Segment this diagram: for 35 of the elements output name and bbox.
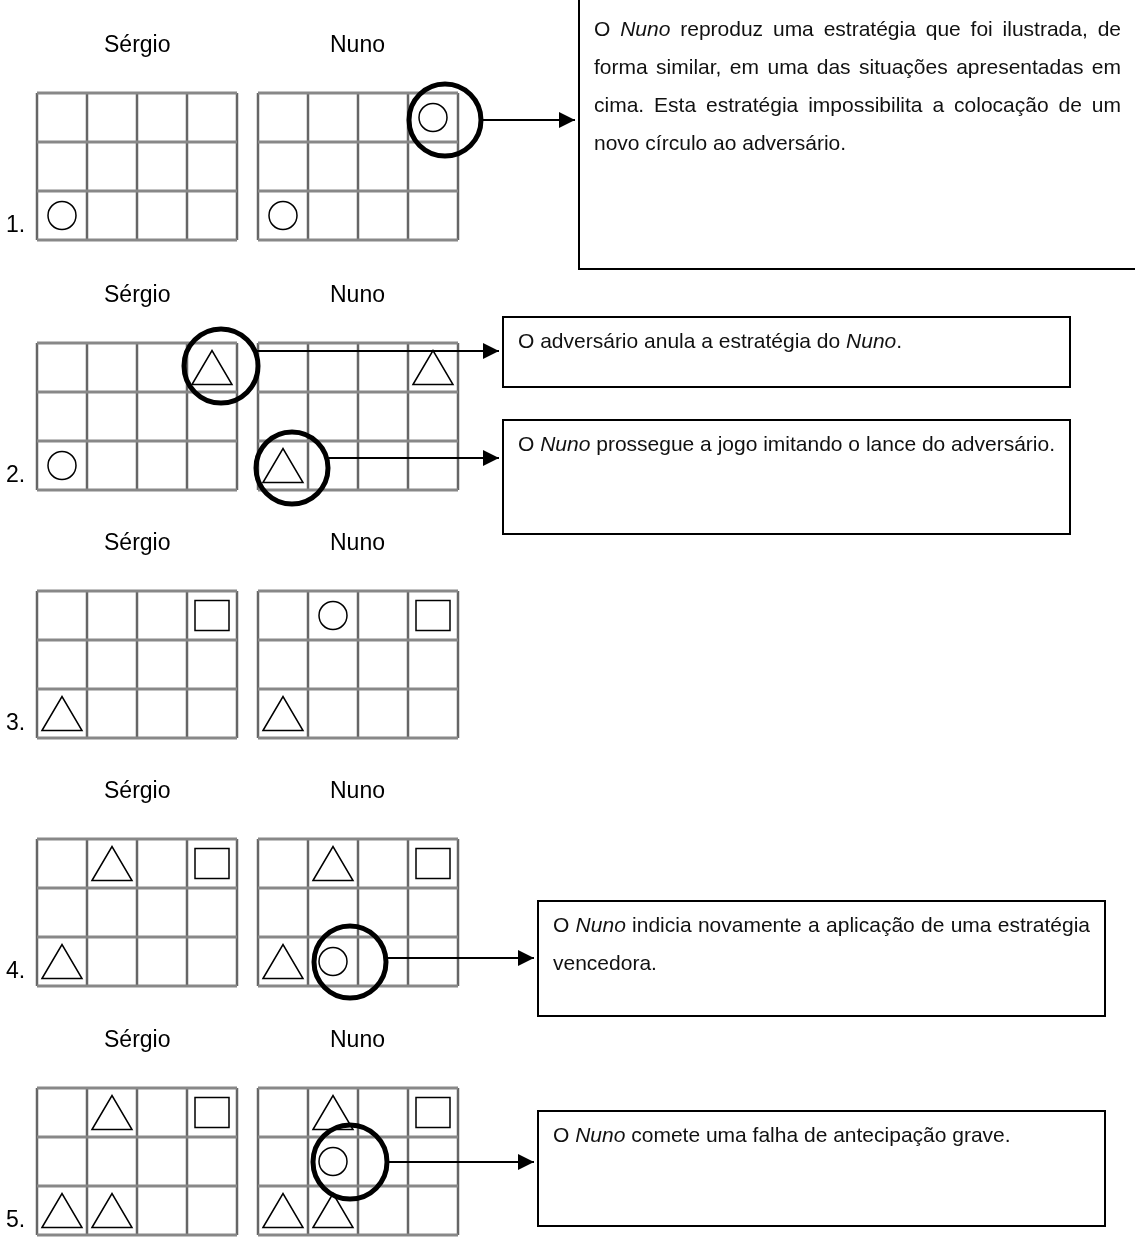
player-name: Sérgio — [104, 31, 171, 58]
arrow — [255, 343, 500, 359]
annotation-text: O Nuno prossegue a jogo imitando o lance do adversário. — [518, 431, 1055, 457]
row-number: 3. — [6, 709, 26, 736]
row-number: 2. — [6, 461, 26, 488]
player-name: Nuno — [330, 1026, 385, 1053]
player-name: Sérgio — [104, 529, 171, 556]
annotation-box — [502, 419, 1071, 535]
row-number: 4. — [6, 957, 26, 984]
arrow — [386, 950, 535, 966]
highlight-circle — [180, 325, 262, 407]
annotation-text: O Nuno reproduz uma estratégia que foi ilustrada, de forma similar, em uma das situações apresentadas em cima. Esta estratégia impossibilita a colocação de um novo círculo ao adversário. — [594, 16, 1121, 156]
annotation-text: O Nuno indicia novamente a aplicação de uma estratégia vencedora. — [553, 912, 1090, 976]
highlight-circle — [252, 428, 332, 508]
annotation-box — [537, 900, 1106, 1017]
annotation-box — [502, 316, 1071, 388]
highlight-circle — [310, 922, 390, 1002]
player-name: Nuno — [330, 777, 385, 804]
highlight-circle — [309, 1121, 391, 1203]
player-name: Nuno — [330, 529, 385, 556]
player-name: Sérgio — [104, 1026, 171, 1053]
annotation-box — [537, 1110, 1106, 1227]
player-name: Sérgio — [104, 281, 171, 308]
player-name: Sérgio — [104, 777, 171, 804]
annotation-text: O Nuno comete uma falha de antecipação grave. — [553, 1122, 1012, 1148]
row-number: 1. — [6, 211, 26, 238]
arrow — [482, 112, 576, 128]
arrow — [327, 450, 500, 466]
highlight-circle — [405, 80, 485, 160]
annotation-box — [578, 0, 1135, 270]
arrow — [388, 1154, 535, 1170]
annotation-text: O adversário anula a estratégia do Nuno. — [518, 328, 904, 354]
player-name: Nuno — [330, 31, 385, 58]
row-number: 5. — [6, 1206, 26, 1233]
player-name: Nuno — [330, 281, 385, 308]
